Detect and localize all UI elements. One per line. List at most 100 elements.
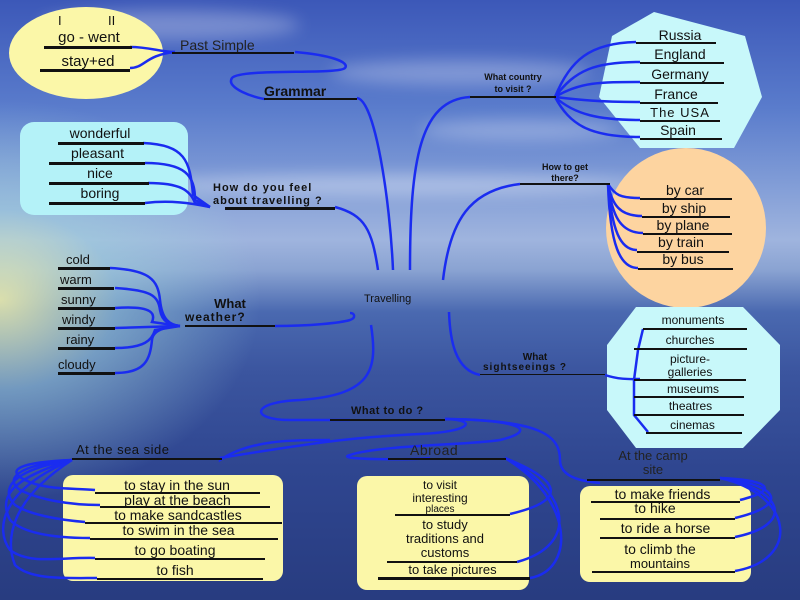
camp-item[interactable]: to ride a horse	[620, 520, 711, 536]
horizon-haze	[150, 175, 650, 195]
grammar-oval	[9, 7, 163, 99]
abroad-item[interactable]: traditions and	[405, 531, 485, 546]
underline	[85, 522, 282, 524]
camp-node-line1[interactable]: At the camp	[618, 448, 688, 463]
past-simple-node[interactable]: Past Simple	[180, 37, 255, 53]
sights-item[interactable]: museums	[666, 382, 719, 396]
sights-item[interactable]: churches	[665, 333, 715, 347]
feel-item[interactable]: wonderful	[69, 125, 131, 141]
link-center-todo	[259, 324, 375, 422]
grammar-node[interactable]: Grammar	[264, 83, 327, 99]
underline	[58, 287, 114, 290]
link-grammar-center	[356, 96, 395, 271]
transport-item[interactable]: by bus	[662, 251, 704, 267]
feel-item[interactable]: boring	[80, 185, 120, 201]
transport-item[interactable]: by ship	[661, 200, 707, 216]
seaside-item[interactable]: to make sandcastles	[114, 507, 242, 523]
seaside-item[interactable]: to swim in the sea	[122, 522, 235, 538]
sights-item[interactable]: monuments	[661, 313, 725, 327]
country-item[interactable]: England	[654, 46, 706, 62]
underline	[480, 374, 605, 375]
link-wonderful	[142, 141, 211, 209]
underline	[395, 514, 510, 516]
underline	[634, 379, 746, 381]
camp-item[interactable]: to hike	[634, 500, 676, 516]
camp-node-line2[interactable]: site	[642, 462, 664, 477]
weather-item[interactable]: sunny	[61, 292, 96, 307]
sights-node-line2[interactable]: sightseeings ?	[483, 362, 568, 373]
center-node-travelling[interactable]: Travelling	[364, 293, 412, 305]
weather-node-line2[interactable]: weather?	[185, 310, 246, 324]
abroad-item[interactable]: to visit	[422, 478, 457, 492]
link-by-car	[606, 183, 641, 200]
feel-item[interactable]: pleasant	[71, 145, 124, 161]
link-cloudy	[114, 324, 181, 375]
transport-node-line2[interactable]: there?	[551, 173, 579, 183]
transport-node-line1[interactable]: How to get	[542, 162, 588, 172]
underline	[643, 233, 732, 235]
underline	[49, 202, 145, 205]
underline	[637, 251, 729, 253]
seaside-item[interactable]: to go boating	[134, 542, 216, 558]
weather-item[interactable]: rainy	[66, 332, 95, 347]
seaside-item[interactable]: play at the beach	[124, 492, 231, 508]
weather-node-line1[interactable]: What	[214, 296, 246, 311]
country-item[interactable]: Spain	[660, 122, 696, 138]
feel-node-line2[interactable]: about travelling ?	[213, 195, 323, 207]
weather-item[interactable]: windy	[62, 312, 96, 327]
camp-item[interactable]: to make friends	[614, 486, 711, 502]
link-russia	[553, 40, 637, 98]
country-item[interactable]: The USA	[650, 105, 710, 120]
camp-item[interactable]: mountains	[630, 556, 690, 571]
country-node-line2[interactable]: to visit ?	[494, 84, 532, 94]
link-climb	[719, 476, 782, 573]
transport-item[interactable]: by train	[658, 234, 704, 250]
abroad-item[interactable]: interesting	[412, 491, 468, 505]
seaside-item[interactable]: to stay in the sun	[124, 477, 230, 493]
underline	[95, 558, 265, 560]
country-item[interactable]: Germany	[651, 66, 709, 82]
todo-node[interactable]: What to do ?	[351, 405, 424, 417]
weather-item[interactable]: warm	[60, 272, 92, 287]
country-node-line1[interactable]: What country	[484, 72, 542, 82]
seaside-node[interactable]: At the sea side	[76, 442, 170, 457]
abroad-item[interactable]: places	[425, 504, 455, 515]
underline	[646, 432, 742, 434]
link-by-train	[606, 183, 638, 252]
link-stay-ed	[129, 50, 176, 70]
feel-item[interactable]: nice	[87, 165, 113, 181]
grammar-oval-header-left: I	[58, 13, 62, 28]
abroad-item[interactable]: to study	[422, 517, 468, 532]
link-swim	[4, 458, 91, 540]
underline	[97, 578, 263, 580]
transport-item[interactable]: by plane	[656, 217, 710, 233]
camp-item[interactable]: to climb the	[624, 541, 696, 557]
grammar-item[interactable]: go - went	[58, 29, 120, 46]
sights-item[interactable]: galleries	[667, 365, 713, 379]
sights-node-line1[interactable]: What	[522, 352, 548, 363]
underline	[388, 458, 506, 460]
underline	[640, 138, 722, 140]
sights-item[interactable]: picture-	[669, 352, 710, 366]
underline	[636, 42, 716, 44]
country-item[interactable]: Russia	[658, 27, 702, 43]
abroad-item[interactable]: customs	[420, 545, 470, 560]
grammar-item[interactable]: stay+ed	[61, 53, 115, 70]
underline	[640, 62, 724, 64]
country-item[interactable]: France	[654, 86, 698, 102]
underline	[587, 479, 720, 481]
link-england	[553, 60, 641, 98]
feel-node-line1[interactable]: How do you feel	[213, 182, 313, 194]
seaside-item[interactable]: to fish	[156, 562, 194, 578]
underline	[225, 207, 335, 210]
link-center-country	[408, 95, 471, 271]
weather-item[interactable]: cloudy	[58, 357, 96, 372]
transport-item[interactable]: by car	[665, 182, 705, 198]
abroad-item[interactable]: to take pictures	[408, 562, 497, 577]
abroad-node[interactable]: Abroad	[410, 442, 459, 458]
underline	[90, 538, 278, 540]
underline	[640, 102, 718, 104]
sights-item[interactable]: theatres	[668, 399, 713, 413]
weather-item[interactable]: cold	[66, 252, 90, 267]
sights-item[interactable]: cinemas	[670, 418, 715, 432]
